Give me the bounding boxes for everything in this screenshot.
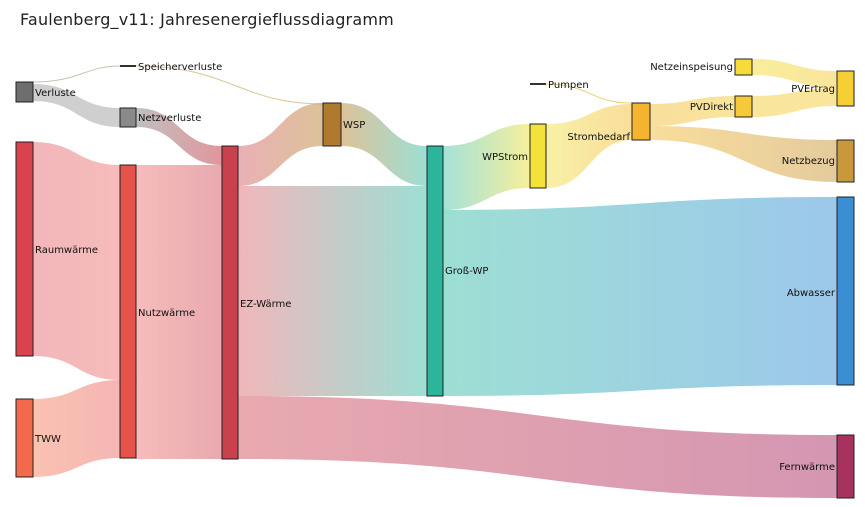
link-pumpen-strombedarf — [545, 83, 633, 104]
node-fernwaerme[interactable] — [836, 434, 855, 499]
link-wsp-grosswp — [341, 103, 427, 186]
node-wsp[interactable] — [322, 102, 342, 147]
node-netzbezug[interactable] — [836, 139, 855, 183]
label-strombedarf: Strombedarf — [567, 132, 630, 143]
label-pumpen: Pumpen — [548, 80, 589, 91]
link-netzverluste-ezwaerme — [136, 108, 222, 165]
label-grosswp: Groß-WP — [445, 266, 488, 277]
diagram-title: Faulenberg_v11: Jahresenergieflussdiagra… — [20, 10, 394, 29]
node-pvertrag[interactable] — [836, 70, 855, 107]
label-pvertrag: PVErtrag — [791, 84, 835, 95]
label-nutzwaerme: Nutzwärme — [138, 308, 195, 319]
node-netzeinspeisung[interactable] — [734, 58, 753, 76]
link-grosswp-wpstrom — [443, 124, 530, 210]
label-netzverluste: Netzverluste — [138, 113, 201, 124]
label-netzeinspeisung: Netzeinspeisung — [650, 62, 733, 73]
label-abwasser: Abwasser — [787, 288, 836, 299]
link-wpstrom-strombedarf — [546, 104, 632, 188]
link-strombedarf-pvdirekt — [650, 96, 735, 126]
label-verluste: Verluste — [35, 88, 76, 99]
label-wpstrom: WPStrom — [482, 152, 528, 163]
node-nutzwaerme[interactable] — [119, 164, 137, 459]
node-netzverluste[interactable] — [119, 107, 137, 128]
sankey-nodes — [15, 58, 855, 499]
node-tww[interactable] — [15, 398, 34, 478]
node-grosswp[interactable] — [426, 145, 444, 397]
link-ezwaerme-fernwaerme — [238, 396, 837, 498]
node-pvdirekt[interactable] — [734, 95, 753, 118]
node-strombedarf[interactable] — [631, 102, 651, 141]
node-verluste[interactable] — [15, 81, 34, 103]
link-verluste-speicherverluste — [32, 65, 121, 83]
label-speicherverluste: Speicherverluste — [138, 62, 222, 73]
link-strombedarf-netzbezug — [650, 126, 837, 182]
label-pvdirekt: PVDirekt — [690, 102, 733, 113]
node-raumwaerme[interactable] — [15, 141, 34, 357]
label-raumwaerme: Raumwärme — [35, 245, 98, 256]
node-pumpen[interactable] — [530, 83, 546, 85]
link-tww-nutzwaerme — [33, 380, 120, 477]
label-ezwaerme: EZ-Wärme — [240, 299, 291, 310]
label-netzbezug: Netzbezug — [782, 156, 835, 167]
label-wsp: WSP — [343, 120, 365, 131]
link-raumwaerme-nutzwaerme — [33, 142, 120, 380]
link-ezwaerme-wsp — [238, 103, 323, 186]
link-verluste-netzverluste — [33, 84, 120, 127]
link-wsp-speicherverluste — [135, 65, 324, 105]
node-wpstrom[interactable] — [529, 123, 547, 189]
sankey-links — [32, 59, 837, 498]
link-nutzwaerme-ezwaerme — [136, 165, 222, 459]
node-speicherverluste[interactable] — [120, 65, 136, 67]
link-pvdirekt-pvertrag — [752, 88, 837, 117]
link-netzeinspeisung-pvertrag — [752, 59, 837, 88]
node-abwasser[interactable] — [836, 196, 855, 386]
link-grosswp-abwasser — [443, 197, 837, 396]
label-fernwaerme: Fernwärme — [779, 462, 835, 473]
sankey-labels: Verluste Speicherverluste Netzverluste R… — [34, 62, 836, 473]
link-ezwaerme-grosswp — [238, 186, 427, 396]
label-tww: TWW — [34, 434, 61, 445]
node-ezwaerme[interactable] — [221, 145, 239, 460]
